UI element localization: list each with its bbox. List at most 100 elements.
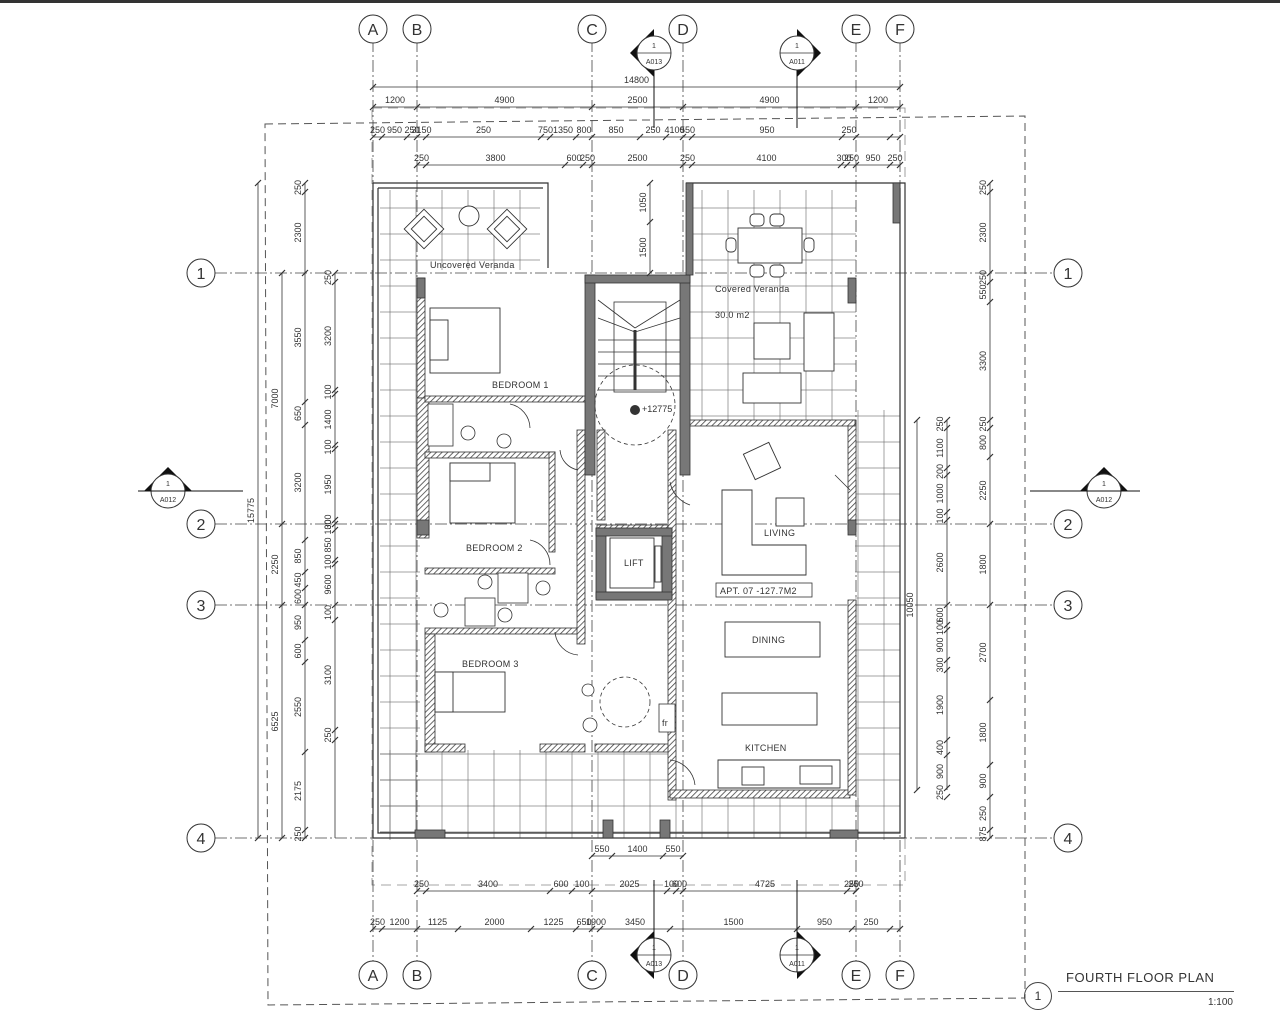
- dim-left-grid-tick: [278, 520, 286, 528]
- dim-bottom-detail-1-text: 4725: [755, 879, 775, 889]
- grid-bubble-3-right: 3: [1053, 590, 1083, 620]
- dim-right-detail-1-tick: [986, 696, 994, 704]
- dim-bottom-detail-2-text: 1125: [428, 917, 447, 927]
- dim-bottom-detail-1-text: 250: [844, 879, 859, 889]
- grid-bubble-label: 3: [1064, 598, 1073, 615]
- dim-left-detail-2-text: 250: [323, 727, 333, 742]
- dim-right-detail-1-tick: [986, 793, 994, 801]
- dim-top-detail-2-tick: [679, 161, 687, 169]
- dim-right-detail-2-text: 900: [935, 637, 945, 652]
- grid-bubble-b-top: B: [402, 14, 432, 44]
- dim-left-overall-text: 15775: [246, 498, 256, 523]
- dim-top-detail-1-text: 250: [370, 125, 385, 135]
- dim-bottom-detail-2-text: 1900: [586, 917, 606, 927]
- dim-left-detail-1-tick: [301, 826, 309, 834]
- dim-top-detail-1-text: 250: [841, 125, 856, 135]
- dim-left-detail-2-text: 1400: [323, 409, 333, 429]
- grid-bubble-label: A: [368, 968, 379, 985]
- dim-bottom-detail-1-tick: [422, 887, 430, 895]
- dim-left-detail-1-text: 450: [293, 572, 303, 587]
- dim-bottom-detail-2-text: 650: [576, 917, 591, 927]
- dim-top-grid-tick: [852, 103, 860, 111]
- dim-top-detail-2-tick: [688, 161, 696, 169]
- dim-left-detail-2-tick: [331, 726, 339, 734]
- grid-bubble-circle: [577, 960, 607, 990]
- dim-left-detail-1-text: 600: [293, 589, 303, 604]
- dim-top-grid-tick: [679, 103, 687, 111]
- section-number: 1: [652, 43, 656, 50]
- dim-top-inner-text: 1050: [638, 192, 648, 212]
- dim-right-detail-1-tick: [986, 179, 994, 187]
- dim-top-detail-1-tick: [546, 133, 554, 141]
- dim-left-detail-2-text: 100: [323, 384, 333, 399]
- dim-left-detail-2-tick: [331, 520, 339, 528]
- grid-bubble-circle: [1053, 509, 1083, 539]
- dim-top-overall-text: 14800: [624, 75, 649, 85]
- dim-top-detail-1-text: 3150: [411, 125, 431, 135]
- dim-left-detail-2-text: 100: [323, 439, 333, 454]
- drawing-title-block: 1 FOURTH FLOOR PLAN 1:100: [1022, 965, 1237, 1020]
- view-number-bubble: 1: [1024, 982, 1052, 1010]
- drawing-scale: 1:100: [1207, 997, 1233, 1008]
- dim-left-grid-tick: [278, 834, 286, 842]
- grid-bubble-label: E: [851, 968, 862, 985]
- room-area-covered-veranda: 30.0 m2: [715, 310, 750, 320]
- dim-right-detail-1-tick: [986, 826, 994, 834]
- dim-top-detail-2-tick: [579, 161, 587, 169]
- dim-left-detail-1-text: 2175: [293, 781, 303, 801]
- dim-top-grid-text: 4900: [494, 95, 514, 105]
- dim-right-detail-2-text: 2600: [935, 552, 945, 572]
- grid-bubble-label: B: [412, 968, 423, 985]
- room-label-kitchen: KITCHEN: [745, 743, 787, 753]
- dim-top-grid-tick: [588, 103, 596, 111]
- dim-bottom-entry-text: 550: [665, 844, 680, 854]
- room-label-bedroom-2: BEDROOM 2: [466, 543, 523, 553]
- dim-right-detail-1-tick: [986, 520, 994, 528]
- dim-bottom-detail-1-text: 250: [414, 879, 429, 889]
- grid-bubble-circle: [577, 14, 607, 44]
- dim-bottom-detail-1-text: 3400: [478, 879, 498, 889]
- dim-left-grid-text: 7000: [270, 388, 280, 408]
- dim-bottom-detail-2-tick: [666, 925, 674, 933]
- dim-top-detail-2-text: 250: [680, 153, 695, 163]
- dim-right-detail-1-tick: [986, 834, 994, 842]
- dim-top-detail-1-tick: [413, 133, 421, 141]
- grid-bubble-circle: [1053, 823, 1083, 853]
- dim-left-detail-2-text: 9600: [323, 574, 333, 594]
- dim-left-detail-1-tick: [301, 536, 309, 544]
- dim-left-detail-1-tick: [301, 179, 309, 187]
- grid-bubble-circle: [358, 14, 388, 44]
- dim-top-detail-2-tick: [422, 161, 430, 169]
- dim-left-detail-2-tick: [331, 736, 339, 744]
- room-label-bedroom-3: BEDROOM 3: [462, 659, 519, 669]
- grid-bubble-4-left: 4: [186, 823, 216, 853]
- dim-left-detail-1-tick: [301, 269, 309, 277]
- dim-right-detail-1-text: 250: [978, 806, 988, 821]
- grid-bubble-label: A: [368, 22, 379, 39]
- dim-left-grid-text: 2250: [270, 554, 280, 574]
- grid-bubble-a-top: A: [358, 14, 388, 44]
- dim-bottom-detail-1-tick: [843, 887, 851, 895]
- dim-left-detail-2-text: 3100: [323, 665, 333, 685]
- dim-top-inner-text: 1500: [638, 237, 648, 257]
- window-top-border: [0, 0, 1280, 3]
- dim-left-detail-2-tick: [331, 601, 339, 609]
- dim-bottom-detail-2-tick: [848, 925, 856, 933]
- dim-left-detail-1-tick: [301, 834, 309, 842]
- dim-bottom-detail-2-tick: [896, 925, 904, 933]
- dim-right-detail-1-text: 800: [978, 435, 988, 450]
- dim-left-detail-2-tick: [331, 441, 339, 449]
- dim-right-overall-text: 10050: [905, 592, 915, 617]
- dim-left-detail-2-tick: [331, 278, 339, 286]
- grid-bubble-3-left: 3: [186, 590, 216, 620]
- dim-right-detail-2-tick: [943, 784, 951, 792]
- dim-right-detail-2-text: 400: [935, 740, 945, 755]
- grid-bubble-2-left: 2: [186, 509, 216, 539]
- level-marker: +12775: [642, 404, 672, 414]
- dim-left-detail-1-tick: [301, 636, 309, 644]
- grid-bubble-label: F: [895, 22, 905, 39]
- dim-top-detail-2-text: 3800: [485, 153, 505, 163]
